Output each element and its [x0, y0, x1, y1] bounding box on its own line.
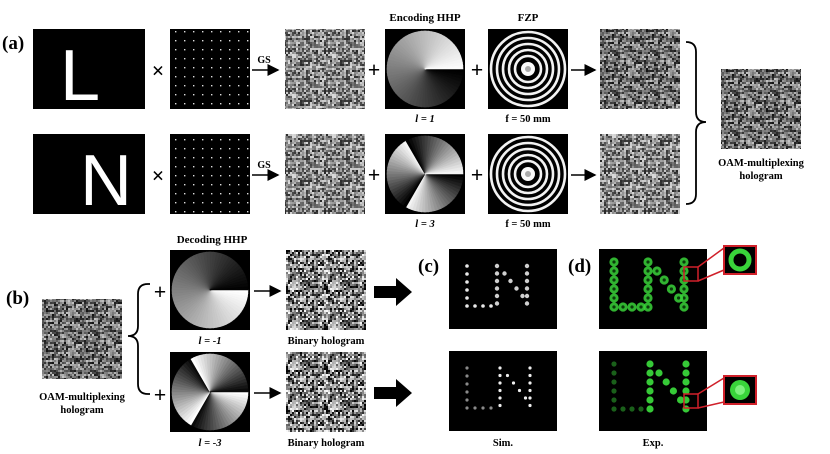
encoding-hhp-l3	[386, 135, 464, 213]
plus-operator-b2: +	[154, 382, 167, 407]
sim-spots-1	[465, 263, 530, 308]
combined-hologram-2	[600, 134, 680, 214]
letter-l: L	[60, 36, 100, 116]
fzp-caption-1: f = 50 mm	[505, 114, 551, 125]
plus-operator-b1: +	[154, 279, 167, 304]
binary-caption-2: Binary hologram	[288, 438, 365, 449]
sim-image-2	[449, 351, 557, 431]
times-operator-2: ×	[152, 163, 165, 188]
sim-caption: Sim.	[493, 438, 514, 449]
letter-image-n	[33, 134, 145, 214]
dot-array-1	[170, 29, 250, 109]
gs-label-1: GS	[257, 55, 271, 66]
exp-spots-1	[609, 257, 689, 312]
big-arrow-2	[374, 379, 412, 407]
letter-image-l	[33, 29, 145, 109]
oam-label-line2-a: hologram	[739, 171, 782, 182]
header-encoding-hhp: Encoding HHP	[389, 12, 460, 24]
binary-hologram-2	[286, 352, 366, 432]
zoom-line-2b	[697, 401, 725, 409]
zoom-marker-2	[683, 393, 699, 409]
panel-label-a: (a)	[2, 33, 24, 54]
sim-spots-2	[465, 366, 532, 410]
panel-label-b: (b)	[6, 288, 29, 309]
oam-label-line1-b: OAM-multiplexing	[39, 392, 125, 403]
panel-label-d: (d)	[568, 256, 591, 277]
decode-caption-2: l = -3	[199, 438, 222, 449]
plus-operator-2b: +	[471, 162, 484, 187]
zoom-line-2a	[697, 377, 725, 395]
decode-caption-1: l = -1	[199, 336, 222, 347]
plus-operator-1a: +	[368, 57, 381, 82]
phase-hologram-2	[285, 134, 365, 214]
exp-caption: Exp.	[643, 438, 664, 449]
fzp-rings-2	[489, 135, 567, 213]
decoding-hhp-l-1	[171, 251, 249, 329]
oam-hologram-output	[721, 69, 801, 149]
big-arrow-1	[374, 278, 412, 306]
oam-label-line1-a: OAM-multiplexing	[718, 158, 804, 169]
zoom-line-1a	[697, 247, 725, 268]
panel-label-c: (c)	[418, 256, 439, 277]
zoom-marker-1	[683, 266, 699, 282]
fzp-rings-1	[489, 30, 567, 108]
zoom-ring-spot	[728, 248, 752, 272]
zoom-line-1b	[697, 269, 725, 282]
oam-label-line2-b: hologram	[60, 405, 103, 416]
binary-hologram-1	[286, 250, 366, 330]
gs-label-2: GS	[257, 160, 271, 171]
hhp-caption-2: l = 3	[415, 219, 434, 230]
header-decoding-hhp: Decoding HHP	[177, 234, 248, 246]
fzp-caption-2: f = 50 mm	[505, 219, 551, 230]
zoom-solid-spot-core	[735, 385, 745, 395]
plus-operator-1b: +	[471, 57, 484, 82]
plus-operator-2a: +	[368, 162, 381, 187]
decoding-hhp-l-3	[171, 353, 249, 431]
encoding-hhp-l1	[386, 30, 464, 108]
combine-bracket	[685, 41, 707, 205]
times-operator-1: ×	[152, 58, 165, 83]
hhp-caption-1: l = 1	[415, 114, 434, 125]
letter-n: N	[80, 141, 132, 221]
phase-hologram-1	[285, 29, 365, 109]
sim-image-1	[449, 249, 557, 329]
header-fzp: FZP	[518, 12, 539, 24]
split-bracket	[127, 283, 150, 395]
oam-hologram-input	[42, 299, 122, 379]
combined-hologram-1	[600, 29, 680, 109]
dot-array-2	[170, 134, 250, 214]
binary-caption-1: Binary hologram	[288, 336, 365, 347]
